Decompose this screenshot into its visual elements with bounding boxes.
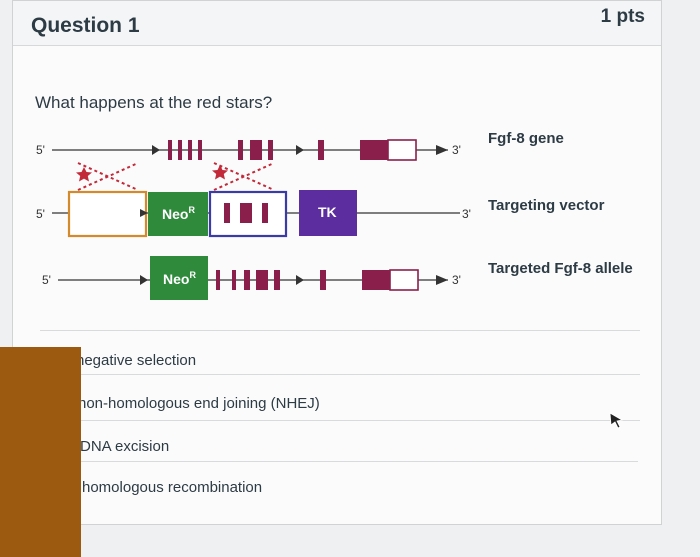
tk-label: TK (318, 204, 337, 220)
row-targeted-allele: 5' NeoR 3' Targeted Fgf-8 allele (42, 256, 633, 300)
five-prime-label: 5' (36, 143, 45, 157)
row-fgf8-gene: 5' 3' Fgf-8 gene (36, 130, 564, 161)
occluding-overlay (0, 347, 81, 557)
label-targeting-vector: Targeting vector (488, 197, 605, 214)
mouse-cursor-icon (609, 412, 624, 429)
question-text: What happens at the red stars? (35, 93, 273, 112)
question-title: Question 1 (31, 14, 140, 37)
answer-option-homologous-recombination[interactable]: homologous recombination (82, 479, 263, 496)
tk-cassette (299, 190, 357, 236)
three-prime-label: 3' (452, 143, 461, 157)
neo-cassette (150, 256, 208, 300)
answer-option-nhej[interactable]: non-homologous end joining (NHEJ) (78, 395, 320, 412)
label-targeted-allele: Targeted Fgf-8 allele (488, 260, 633, 277)
answer-divider (75, 420, 640, 421)
svg-text:3': 3' (462, 207, 471, 221)
answer-option-negative-selection[interactable]: negative selection (76, 352, 197, 369)
neo-label: NeoR (163, 270, 196, 287)
red-star-icon (76, 167, 92, 182)
label-fgf8-gene: Fgf-8 gene (488, 130, 564, 147)
answer-divider (78, 461, 638, 462)
question-header: Question 1 1 pts (13, 1, 661, 46)
neo-label: NeoR (162, 205, 195, 222)
svg-text:5': 5' (42, 273, 51, 287)
red-stars-crossover (76, 162, 275, 191)
answer-divider (70, 374, 640, 375)
question-card: Question 1 1 pts What happens at the red… (12, 0, 662, 525)
answer-divider (40, 330, 640, 331)
red-star-icon (212, 165, 228, 180)
row-targeting-vector: 5' NeoR TK 3' Targeting vector (36, 190, 605, 238)
exon-marks (168, 140, 388, 160)
answer-option-dna-excision[interactable]: DNA excision (80, 438, 170, 455)
neo-cassette (148, 192, 208, 236)
svg-text:5': 5' (36, 207, 45, 221)
question-points: 1 pts (600, 6, 645, 27)
left-homology-arm (67, 190, 148, 238)
svg-text:3': 3' (452, 273, 461, 287)
